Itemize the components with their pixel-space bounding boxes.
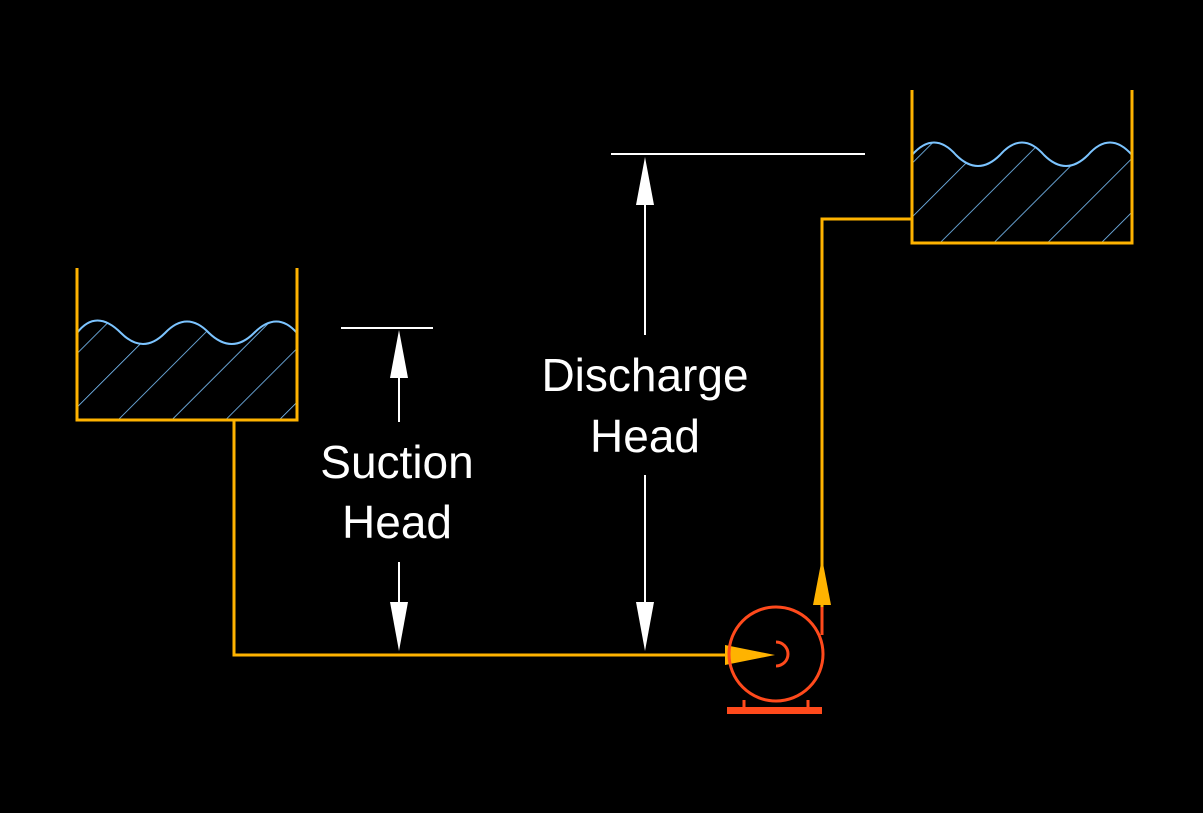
suction-water-surface (76, 319, 298, 345)
discharge-head-label-line1: Discharge (541, 349, 748, 401)
suction-head-label-line2: Head (342, 496, 452, 548)
discharge-tank-wall (910, 90, 1134, 245)
suction-tank-wall (75, 268, 299, 422)
suction-tank (75, 268, 299, 422)
centrifugal-pump-icon (727, 605, 825, 714)
discharge-flow-arrow-icon (813, 558, 831, 605)
suction-tank-water (76, 319, 298, 420)
discharge-head-dimension (611, 153, 865, 651)
suction-head-label-line1: Suction (320, 436, 473, 488)
discharge-tank (910, 90, 1134, 245)
discharge-head-label-line2: Head (590, 410, 700, 462)
suction-pipe (232, 420, 740, 657)
discharge-water-surface (911, 141, 1133, 167)
flow-arrow-icon (725, 645, 775, 665)
discharge-pipe (820, 217, 912, 630)
suction-head-dimension (341, 327, 433, 651)
discharge-tank-water (911, 141, 1133, 243)
